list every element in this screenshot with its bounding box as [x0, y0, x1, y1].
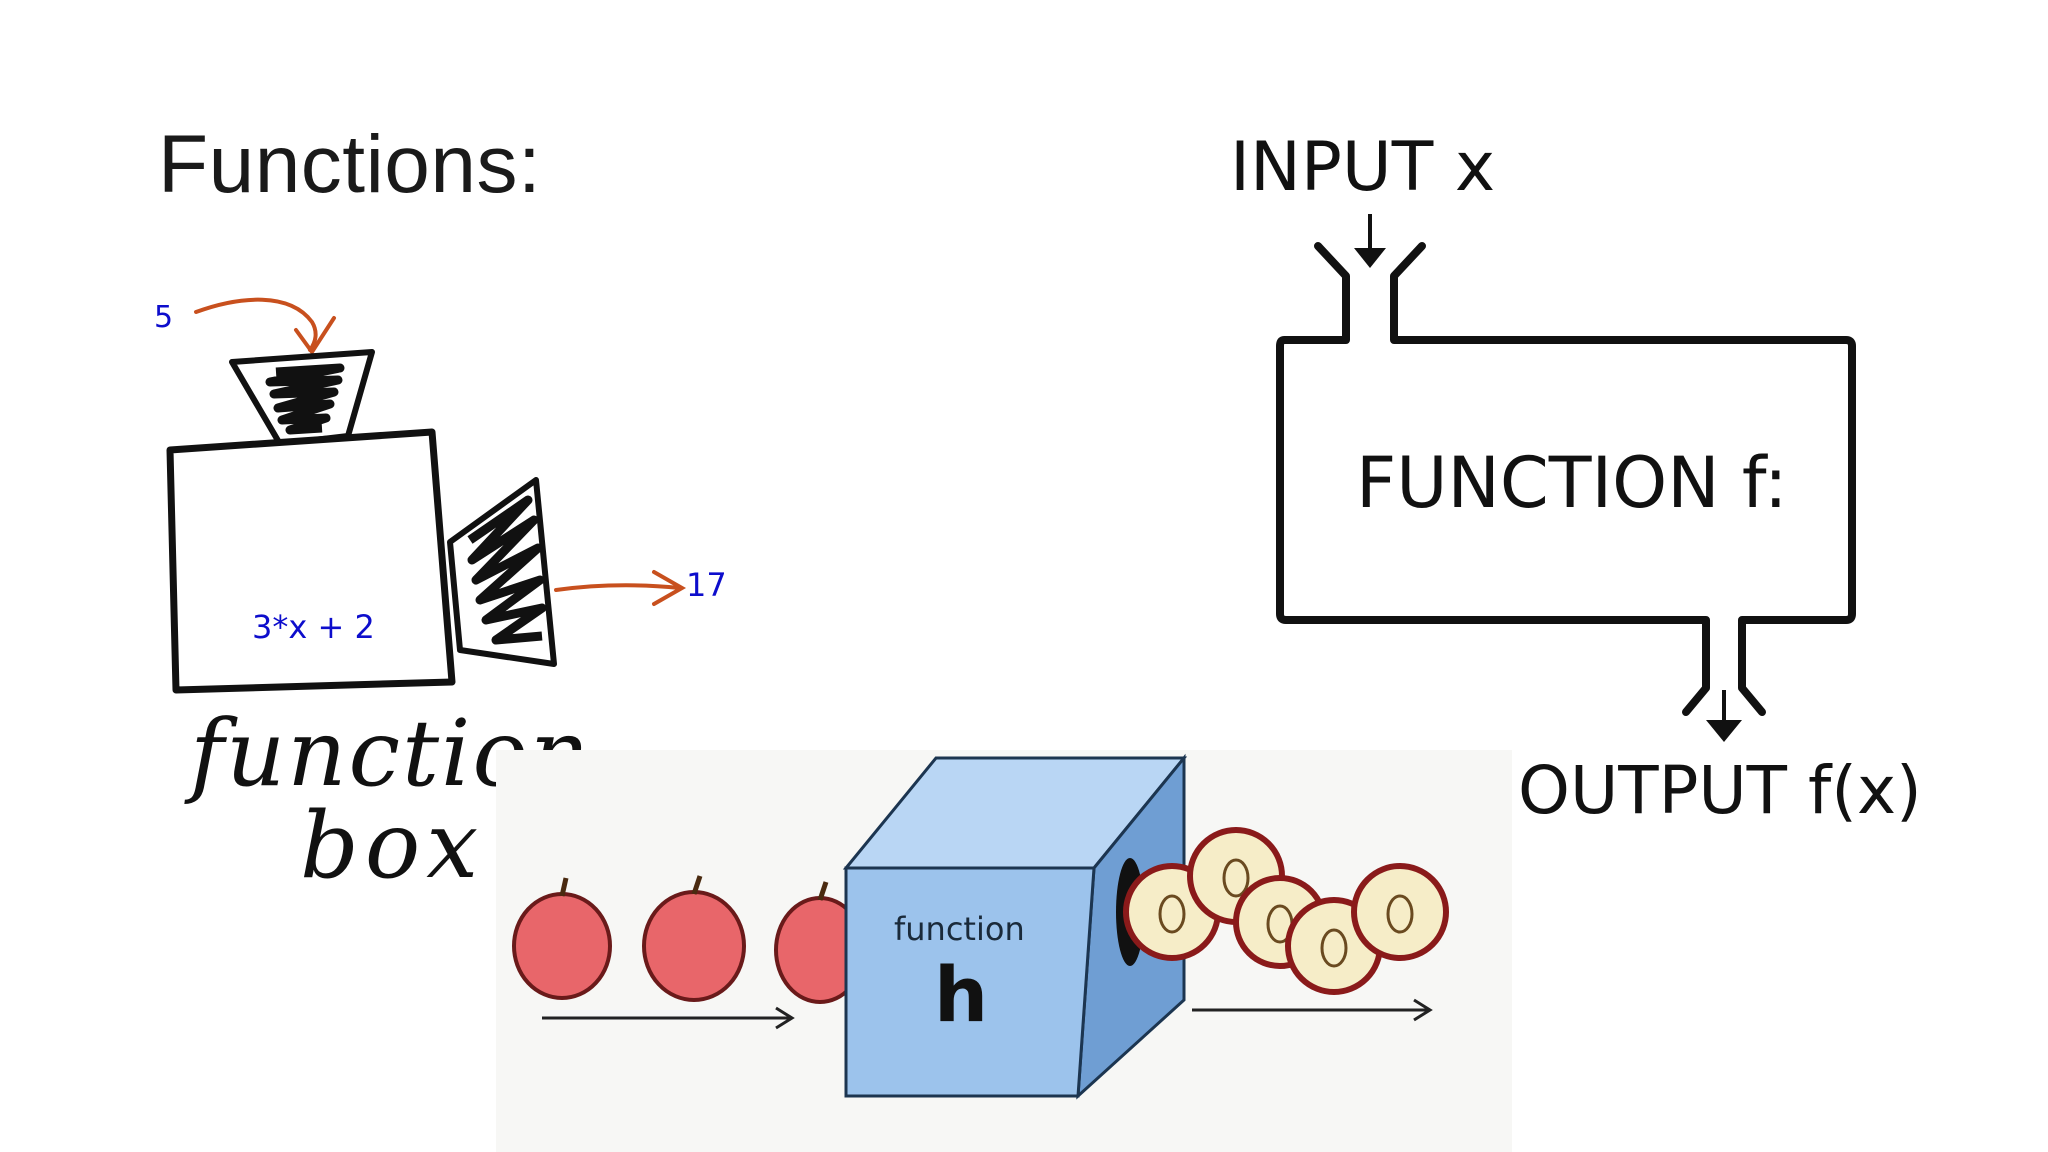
apple-whole-2 [642, 875, 746, 1002]
sketch-expression: 3*x + 2 [252, 608, 375, 646]
sketch-caption-line2: box [300, 792, 485, 899]
input-arrow [194, 297, 318, 352]
input-label: INPUT x [1230, 128, 1496, 207]
input-arrow-head [294, 316, 336, 356]
cube-front [844, 866, 1096, 1098]
cube-letter: h [934, 950, 989, 1039]
sketch-output-value: 17 [686, 566, 727, 604]
apple-slice-5 [1351, 863, 1449, 961]
sketch-input-value: 5 [154, 300, 174, 335]
apple-whole-1 [512, 877, 612, 1000]
output-arrow-head [652, 570, 687, 606]
cube-word: function [894, 910, 1025, 948]
output-arrow-tip [1706, 720, 1742, 742]
input-arrow-tip [1354, 248, 1386, 268]
slide-title: Functions: [158, 119, 542, 210]
apple-whole-3 [774, 881, 866, 1004]
output-funnel-scribble [467, 495, 547, 645]
output-arrow [554, 583, 682, 592]
function-label: FUNCTION f: [1356, 442, 1788, 524]
machine-outline [1276, 242, 1856, 716]
output-label: OUTPUT f(x) [1518, 752, 1922, 829]
input-funnel-scribble [265, 363, 345, 435]
box-body [166, 428, 456, 694]
